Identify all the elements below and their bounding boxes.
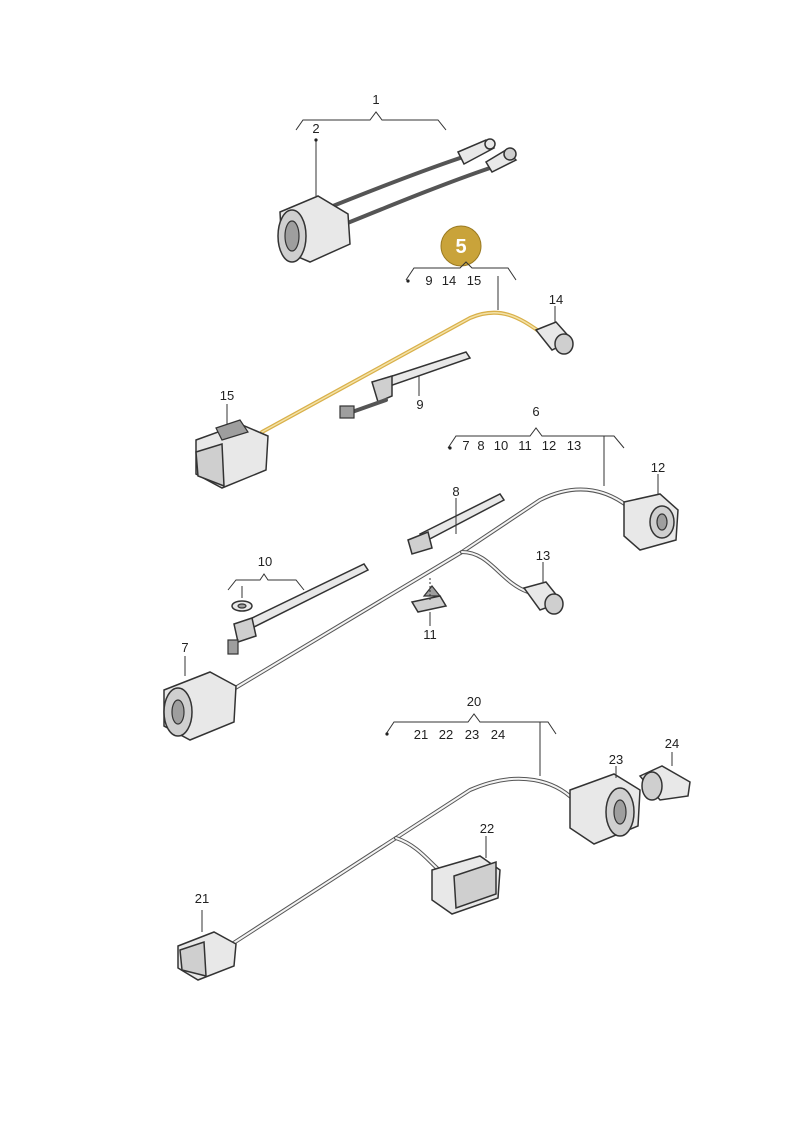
connector-21-face	[179, 940, 207, 977]
cable-tie-9	[378, 351, 472, 389]
group-5: 5 9 14 15 14 9 15	[195, 225, 574, 489]
callout-12: 12	[651, 460, 665, 475]
ring-terminal-upper-eye	[484, 138, 496, 150]
callout-15: 15	[220, 388, 234, 403]
callout-7: 7	[181, 640, 188, 655]
callout-21: 21	[195, 891, 209, 906]
group-6-sub-8: 8	[477, 438, 484, 453]
cable-tie-8-clip	[407, 530, 433, 555]
group-20-label: 20	[467, 694, 481, 709]
badge-5	[440, 225, 482, 267]
group-1-connector-pins	[284, 220, 300, 252]
cable-tie-9-clip	[371, 374, 393, 404]
group-6-sub-11: 11	[518, 438, 532, 453]
group-20-sub-23: 23	[465, 727, 479, 742]
group-6-sub-13: 13	[567, 438, 581, 453]
group-20-sub-24: 24	[491, 727, 505, 742]
cap-24-face	[641, 771, 663, 801]
callout-22: 22	[480, 821, 494, 836]
callout-10: 10	[258, 554, 272, 569]
group-5-sub-14: 14	[442, 273, 456, 288]
connector-22-face	[453, 860, 497, 910]
callout-23: 23	[609, 752, 623, 767]
connector-15-latch	[215, 419, 249, 441]
group-6-sub-10: 10	[494, 438, 508, 453]
group-1-wire-lower	[333, 166, 492, 230]
callout-11: 11	[423, 627, 437, 642]
group-1-label: 1	[372, 92, 379, 107]
group-6-label: 6	[532, 404, 539, 419]
highlighted-wire	[260, 310, 542, 434]
callout-2: 2	[312, 121, 319, 136]
clip-11	[410, 595, 448, 613]
group-5-sub-15: 15	[467, 273, 481, 288]
cable-tie-9-anchor	[339, 405, 355, 419]
callout-13: 13	[536, 548, 550, 563]
harness-20-trunk	[230, 776, 576, 946]
group-6: 6 7 8 10 11 12 13 12 13 8	[163, 404, 679, 741]
callout-8: 8	[452, 484, 459, 499]
group-20-sub-22: 22	[439, 727, 453, 742]
callout-10-bracket	[227, 573, 305, 591]
harness-6-branch	[460, 550, 530, 594]
group-6-sub-7: 7	[462, 438, 469, 453]
group-6-bracket	[447, 427, 625, 449]
sensor-13-face	[544, 593, 564, 615]
cable-tie-10-clip	[233, 617, 257, 643]
badge-5-label: 5	[455, 236, 466, 258]
ring-terminal-lower-eye	[503, 147, 517, 161]
group-5-sub-9: 9	[425, 273, 432, 288]
sensor-14-face	[554, 333, 574, 355]
group-5-bracket	[405, 261, 517, 281]
callout-14: 14	[549, 292, 563, 307]
group-1: 1 2	[277, 92, 518, 263]
group-20-sub-21: 21	[414, 727, 428, 742]
group-20-bracket	[385, 713, 557, 735]
callout-24: 24	[665, 736, 679, 751]
group-1-bracket	[295, 111, 447, 131]
group-6-sub-12: 12	[542, 438, 556, 453]
cable-tie-9-stem	[350, 398, 388, 414]
callout-9: 9	[416, 397, 423, 412]
group-20: 20 21 22 23 24 23 24 22 21	[177, 694, 691, 981]
connector-15-face	[195, 442, 225, 488]
